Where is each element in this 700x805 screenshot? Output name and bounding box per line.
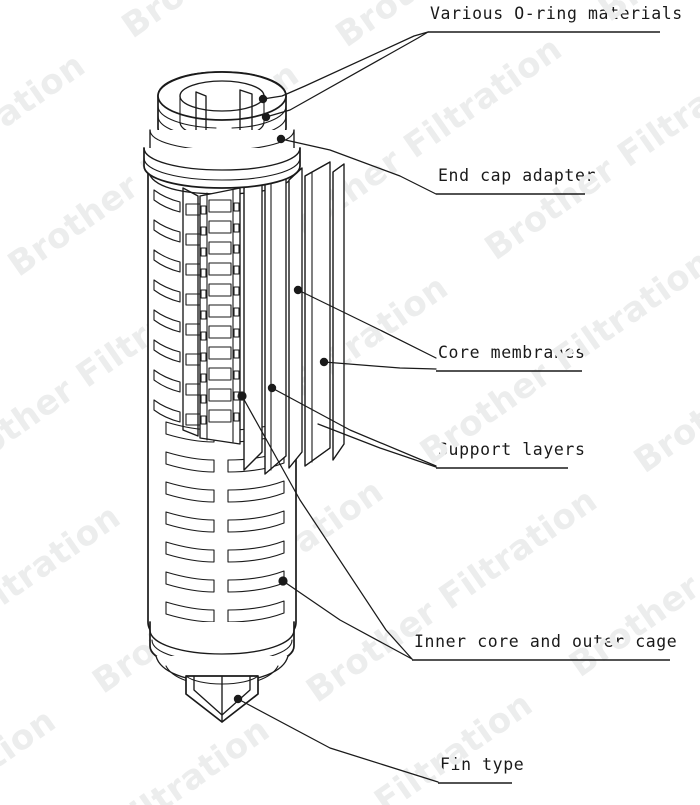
cage-slot-row xyxy=(165,510,285,533)
callout-inner-core-outer-cage xyxy=(237,391,670,661)
callout-label-end-cap-adapter: End cap adapter xyxy=(438,166,597,185)
callout-dot xyxy=(276,134,286,144)
fin xyxy=(185,675,259,723)
callout-dot xyxy=(233,694,243,704)
callout-label-o-ring: Various O-ring materials xyxy=(430,4,683,23)
leader-line xyxy=(297,289,437,359)
callout-dot xyxy=(278,576,288,586)
callout-dot xyxy=(258,94,268,104)
cage-slot-row xyxy=(165,600,285,623)
callout-fin-type xyxy=(233,694,512,784)
callout-dot xyxy=(293,285,303,295)
callout-end-cap-adapter xyxy=(276,134,585,195)
cage-cut-edge xyxy=(182,187,199,437)
leader-line xyxy=(317,423,437,468)
leader-line xyxy=(280,138,437,195)
adapter-groove xyxy=(143,157,301,181)
callout-support-layers xyxy=(267,383,568,469)
leader-line xyxy=(271,387,437,467)
leader-line xyxy=(262,31,429,100)
top-end-cap xyxy=(143,71,301,189)
inner-core xyxy=(199,187,241,445)
callout-dot xyxy=(267,383,277,393)
callout-o-ring xyxy=(258,31,660,122)
leader-line xyxy=(265,31,429,118)
leader-line xyxy=(237,698,439,783)
bottom-assembly xyxy=(149,621,295,723)
cage-slot-left xyxy=(153,189,181,423)
leader-line xyxy=(323,361,437,370)
callout-dot xyxy=(237,391,247,401)
callout-label-fin-type: Fin type xyxy=(440,755,525,774)
callout-dot xyxy=(261,112,271,122)
cage-slot-row xyxy=(165,540,285,563)
core-slot xyxy=(208,199,232,423)
cage-slot-row xyxy=(165,480,285,503)
leader-line xyxy=(282,580,413,660)
callout-label-support-layers: Support layers xyxy=(438,440,586,459)
leader-line xyxy=(241,395,413,660)
cage-slot-row xyxy=(165,570,285,593)
callout-dot xyxy=(319,357,329,367)
callout-core-membranes xyxy=(293,285,582,372)
callout-label-core-membranes: Core membranes xyxy=(438,343,586,362)
callout-label-inner-core-outer-cage: Inner core and outer cage xyxy=(414,632,678,651)
